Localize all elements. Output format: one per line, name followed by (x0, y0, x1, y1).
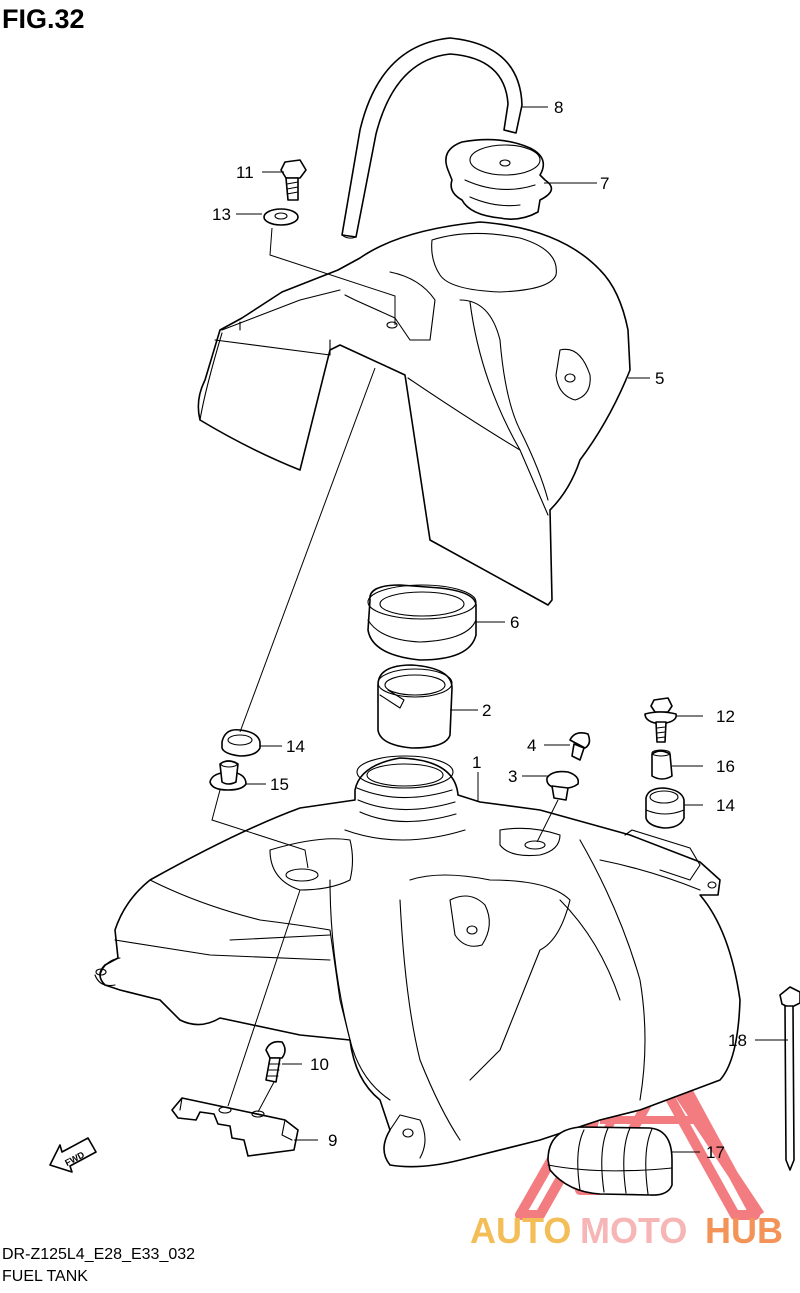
bracket-9 (171, 1097, 299, 1157)
tank-cover (197, 221, 631, 606)
callout-4: 4 (527, 736, 536, 755)
figure-title: FIG.32 (2, 4, 85, 34)
callout-14-right: 14 (716, 796, 735, 815)
watermark-auto: AUTO (470, 1210, 571, 1251)
callout-3: 3 (508, 767, 517, 786)
filler-neck-2 (377, 664, 453, 749)
fwd-arrow: FWD (49, 1137, 97, 1173)
watermark-moto: MOTO (580, 1210, 687, 1251)
grommet-14-right (645, 787, 685, 829)
assembly-guides (211, 227, 559, 1113)
callout-11: 11 (236, 163, 254, 182)
bolt-11 (280, 159, 307, 201)
callout-leaders (236, 106, 788, 1153)
watermark-hub: HUB (705, 1210, 783, 1251)
figure-name: FUEL TANK (2, 1268, 88, 1285)
collar-15 (209, 760, 247, 791)
callout-6: 6 (510, 613, 519, 632)
callout-17: 17 (706, 1143, 725, 1162)
figure-code: DR-Z125L4_E28_E33_032 (2, 1246, 196, 1263)
callout-12: 12 (716, 707, 735, 726)
callout-7: 7 (600, 174, 609, 193)
callout-2: 2 (482, 701, 491, 720)
fuel-tank (94, 755, 741, 1168)
seal-ring-6 (367, 584, 477, 661)
grommet-14-left (221, 728, 261, 757)
bolt-12 (644, 697, 677, 743)
callout-18: 18 (728, 1031, 747, 1050)
spacer-16 (651, 749, 673, 780)
callout-15: 15 (270, 775, 289, 794)
callout-13: 13 (212, 205, 231, 224)
collar-3 (546, 770, 580, 801)
fuel-cap (445, 138, 553, 220)
callout-10: 10 (310, 1055, 329, 1074)
protector-17 (547, 1126, 673, 1196)
callout-numbers: 8 7 11 13 5 6 2 14 15 4 3 1 12 16 14 10 … (212, 98, 747, 1162)
callout-8: 8 (554, 98, 563, 117)
callout-16: 16 (716, 757, 735, 776)
screw-4 (569, 732, 591, 761)
screw-10 (265, 1040, 286, 1083)
washer-13 (263, 208, 299, 226)
callout-9: 9 (328, 1131, 337, 1150)
breather-hose (341, 37, 523, 239)
callout-5: 5 (655, 369, 664, 388)
cable-tie-18 (779, 986, 800, 1171)
callout-14-left: 14 (286, 737, 305, 756)
callout-1: 1 (472, 753, 481, 772)
